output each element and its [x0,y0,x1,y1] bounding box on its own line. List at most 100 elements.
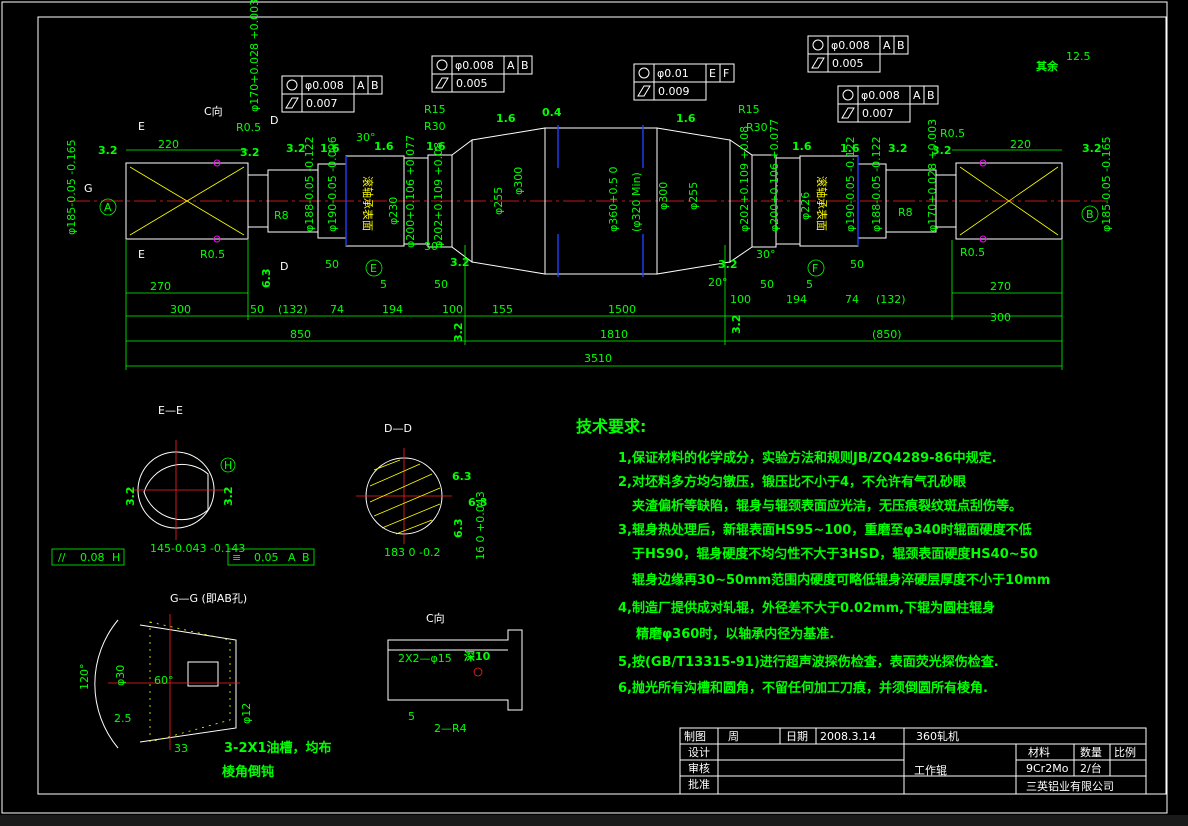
frame-par-val: 0.08 [80,551,105,564]
dim-300-left: 300 [170,303,191,316]
c-holes: 2X2—φ15 [398,652,452,665]
frame-par-sym: // [58,551,66,564]
tb-draw-label: 制图 [684,730,706,743]
e-145: 145-0.043 -0.143 [150,542,245,555]
note-line: 3,辊身热处理后，新辊表面HS95~100，重磨至φ340时辊面硬度不低 [618,522,1032,538]
label-e-top: E [138,120,145,133]
note-line: 于HS90，辊身硬度不均匀性不大于3HSD，辊颈表面硬度HS40~50 [632,546,1038,562]
label-h: H [224,459,232,472]
rough-32-i: 3.2 [452,323,465,343]
dia-185-left: φ185-0.05 -0.165 [65,139,78,235]
runout-icon [841,107,855,119]
tolerance-value: A [913,89,921,102]
tb-qty: 2/台 [1080,761,1102,775]
d-183: 183 0 -0.2 [384,546,440,559]
tb-date-label: 日期 [786,730,808,743]
runout-value: 0.005 [456,77,488,90]
label-d-bot: D [280,260,288,273]
notes-title: 技术要求: [576,417,646,436]
dim-194-right: 194 [786,293,807,306]
dim-132-left: (132) [278,303,308,316]
dim-3510: 3510 [584,352,612,365]
dia-190-left: φ190-0.05 -0.096 [326,136,339,232]
tb-scale-label: 比例 [1114,745,1136,759]
rough-32-b: 3.2 [240,146,260,159]
runout-value: 0.009 [658,85,690,98]
rough-16-e: 1.6 [676,112,696,125]
note-line: 6,抛光所有沟槽和圆角，不留任何加工刀痕，并须倒圆所有棱角. [618,680,988,696]
dim-50-e: 50 [850,258,864,271]
tolerance-value: A [883,39,891,52]
frame-par-ref: H [112,551,120,564]
tb-design: 设计 [688,746,710,759]
dim-220-right: 220 [1010,138,1031,151]
g-30: φ30 [114,665,127,686]
dia-200-left: φ200+0.106 +0.077 [404,135,417,248]
c-5: 5 [408,710,415,723]
dim-1500: 1500 [608,303,636,316]
c-r4: 2—R4 [434,722,467,735]
tolerance-value: B [927,89,935,102]
note-line: 4,制造厂提供成对轧辊，外径差不大于0.02mm,下辊为圆柱辊身 [618,600,995,616]
g-60: 60° [154,674,174,687]
label-b: B [1086,208,1094,221]
tolerance-value: B [521,59,529,72]
dim-850-right: (850) [872,328,902,341]
dim-100-left: 100 [442,303,463,316]
tolerance-value: B [897,39,905,52]
dia-230: φ230 [387,197,400,225]
main-roll-view [68,125,1106,370]
runout-icon [637,85,651,97]
dim-50-a: 50 [250,303,264,316]
tb-approve: 批准 [688,777,710,791]
dia-185-right: φ185-0.05 -0.165 [1100,136,1113,232]
dia-190-right: φ190-0.05 -0.122 [844,136,857,232]
g-33: 33 [174,742,188,755]
frame-sym-b: B [302,551,310,564]
label-g: G [84,182,93,195]
tb-mill: 360轧机 [916,729,959,743]
dia-300-right: φ300 [657,182,670,210]
e-rough-a: 3.2 [124,487,137,507]
r15-left: R15 [424,103,446,116]
dim-5-right: 5 [806,278,813,291]
dia-170-top: φ170+0.028 +0.003 [248,0,261,112]
tolerance-value: A [357,79,365,92]
dim-50-d: 50 [760,278,774,291]
rough-32-h: 3.2 [718,258,738,271]
note-line: 5,按(GB/T13315-91)进行超声波探伤检查，表面荧光探伤检查. [618,654,999,670]
d-rough-c: 6.3 [452,519,465,539]
d-rough-a: 6.3 [452,470,472,483]
rough-16-a: 1.6 [320,142,340,155]
rest-rough-val: 12.5 [1066,50,1091,63]
tolerance-value: φ0.008 [861,89,900,102]
runout-icon [285,97,299,109]
tolerance-value: B [371,79,379,92]
tb-material: 9Cr2Mo [1026,762,1069,775]
label-f-circle: F [812,262,818,275]
d-rough-b: 6.3 [468,496,488,509]
rough-32-j: 3.2 [730,315,743,335]
tb-draw-name: 周 [728,730,739,743]
rough-32-c: 3.2 [286,142,306,155]
bottom-strip [0,815,1188,826]
rough-16-b: 1.6 [374,140,394,153]
tolerance-value: φ0.01 [657,67,689,80]
e-rough-b: 3.2 [222,487,235,507]
dim-220-left: 220 [158,138,179,151]
dim-1810: 1810 [600,328,628,341]
r05-right-bot: R0.5 [960,246,985,259]
rough-16-f: 1.6 [792,140,812,153]
dim-270-left: 270 [150,280,171,293]
dia-255-right: φ255 [687,182,700,210]
title-block: 制图 周 日期 2008.3.14 360轧机 设计 审核 批准 工作辊 材料 … [679,727,1147,795]
bearing-right: 滚轴承表面 [815,176,829,231]
concentricity-icon [436,59,448,71]
dia-188-left: φ188-0.05 -0.122 [303,136,316,232]
g-120: 120° [78,664,91,691]
r30-left: R30 [424,120,446,133]
